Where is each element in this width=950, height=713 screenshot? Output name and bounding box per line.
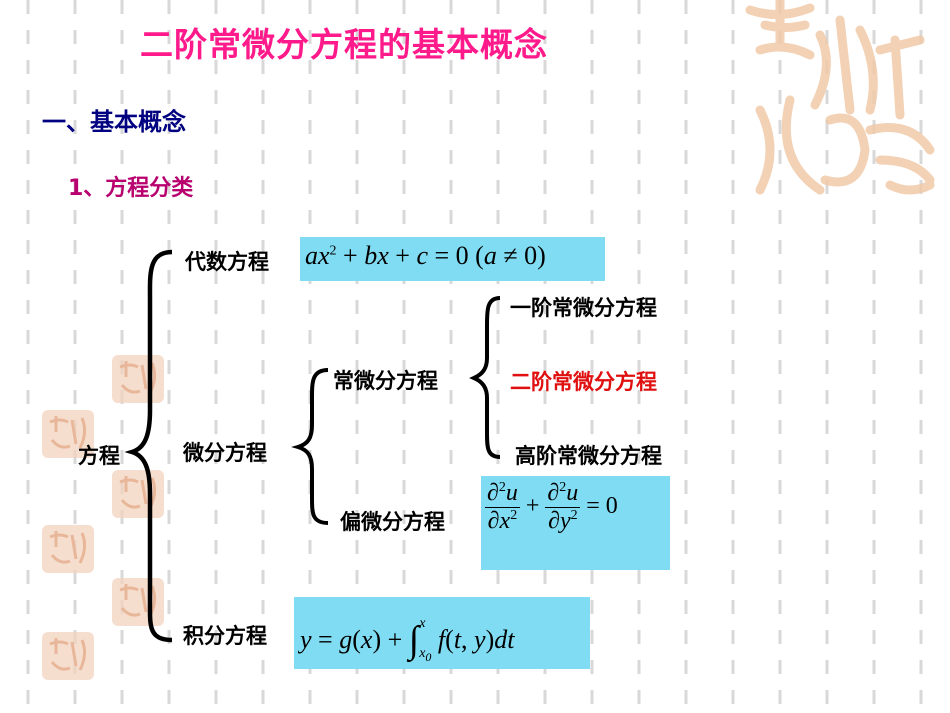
node-algebraic-equation: 代数方程: [185, 250, 269, 274]
node-differential-equation: 微分方程: [183, 441, 267, 465]
node-partial-differential-equation: 偏微分方程: [340, 510, 445, 534]
algebraic-formula-box: [300, 237, 605, 281]
root-brace: [124, 249, 173, 643]
partial-formula-box: [481, 476, 670, 570]
differential-brace: [291, 368, 329, 525]
partial-formula: ∂2u∂x2 + ∂2u∂y2 = 0: [485, 480, 618, 534]
seal-stamp-icon: [42, 632, 94, 680]
node-ordinary-differential-equation: 常微分方程: [333, 369, 438, 393]
slide-title: 二阶常微分方程的基本概念: [140, 25, 548, 64]
seal-watermark-large: [745, 0, 935, 195]
integral-formula-box: [294, 597, 590, 669]
seal-stamp-icon: [42, 525, 94, 573]
node-integral-equation: 积分方程: [183, 624, 267, 648]
node-second-order-ode: 二阶常微分方程: [510, 370, 657, 394]
subsection-heading: 1、方程分类: [68, 176, 194, 201]
section-heading: 一、基本概念: [42, 108, 186, 136]
node-higher-order-ode: 高阶常微分方程: [515, 444, 662, 468]
seal-stamp-icon: [42, 410, 94, 458]
node-first-order-ode: 一阶常微分方程: [510, 296, 657, 320]
node-equation: 方程: [78, 444, 120, 468]
ordinary-brace: [469, 296, 501, 459]
algebraic-formula: ax2 + bx + c = 0 (a ≠ 0): [305, 241, 546, 270]
